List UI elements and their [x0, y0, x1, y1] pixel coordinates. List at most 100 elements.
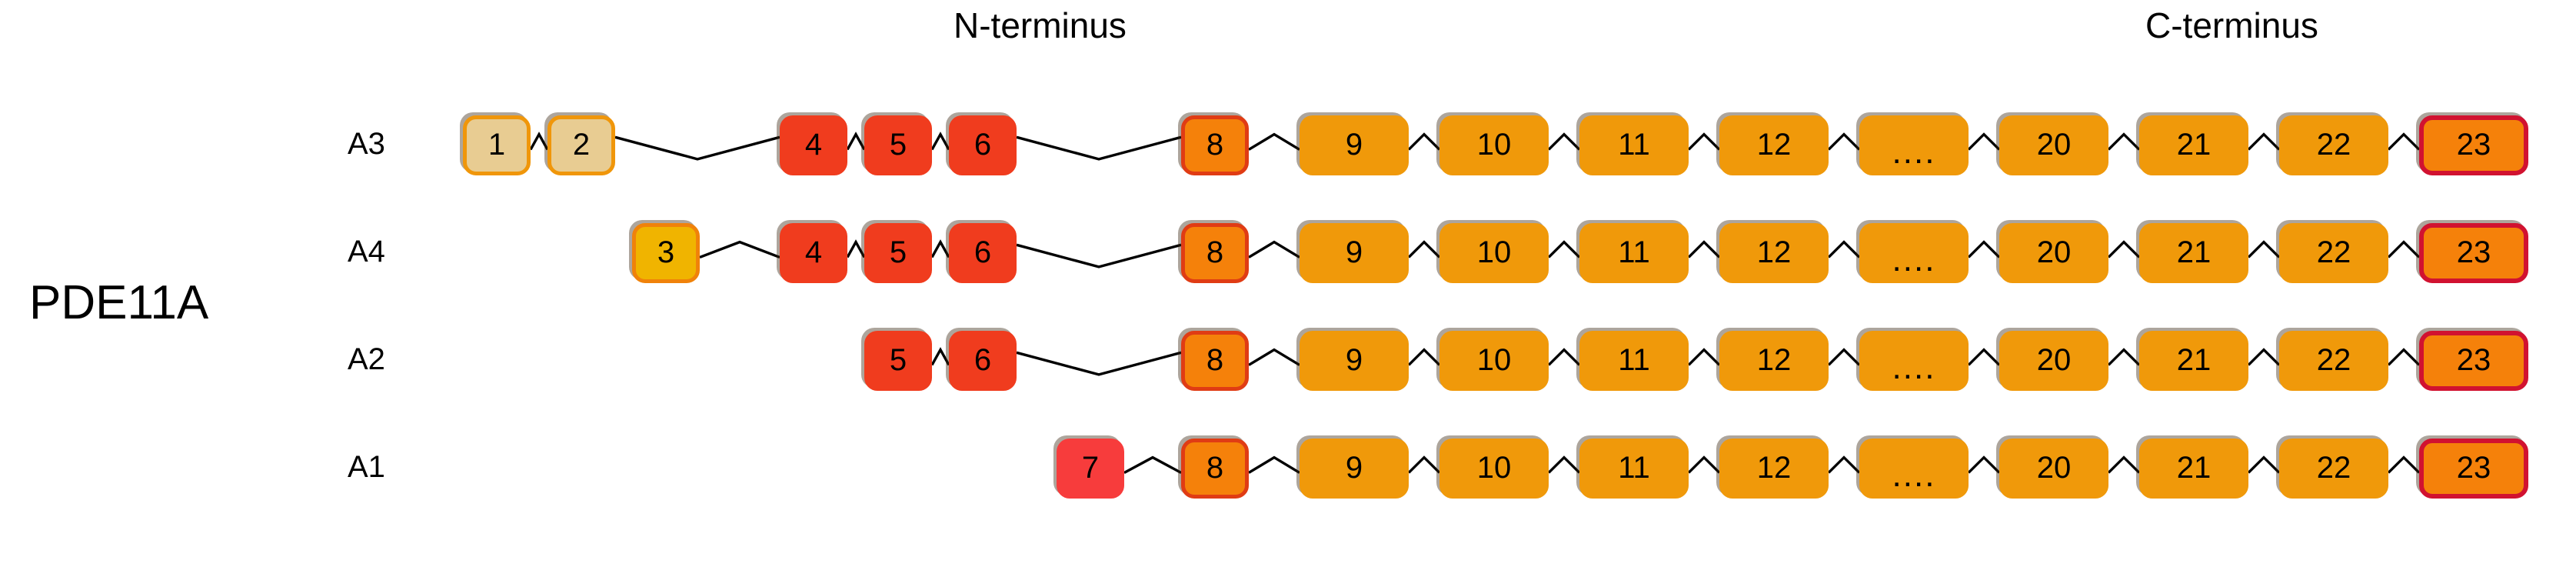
exon-number-label: 21 — [2176, 451, 2212, 485]
exon-box-a4-12[interactable]: 12 — [1719, 223, 1829, 283]
exon-box-a4-10[interactable]: 10 — [1439, 223, 1549, 283]
exon-number-label: 7 — [1081, 451, 1100, 485]
exon-box-a1-12[interactable]: 12 — [1719, 439, 1829, 499]
splice-skip-connector — [1016, 120, 1182, 168]
splice-junction-connector — [1547, 120, 1581, 168]
exon-box-a2-ellipsis[interactable]: .... — [1859, 331, 1969, 391]
exon-box-a4-3[interactable]: 3 — [632, 223, 700, 283]
splice-junction-connector — [2107, 443, 2141, 491]
exon-number-label: 21 — [2176, 235, 2212, 269]
exon-number-label: 11 — [1618, 343, 1650, 377]
exon-number-label: 8 — [1206, 343, 1224, 377]
exon-box-a4-11[interactable]: 11 — [1579, 223, 1689, 283]
exon-number-label: 9 — [1345, 343, 1363, 377]
n-terminus-label: N-terminus — [954, 5, 1127, 45]
exon-number-label: 6 — [973, 343, 992, 377]
exon-box-a2-11[interactable]: 11 — [1579, 331, 1689, 391]
exon-box-a3-12[interactable]: 12 — [1719, 115, 1829, 175]
exon-box-a3-23[interactable]: 23 — [2419, 115, 2528, 175]
exon-box-a4-9[interactable]: 9 — [1300, 223, 1409, 283]
exon-box-a4-ellipsis[interactable]: .... — [1859, 223, 1969, 283]
splice-junction-connector — [1967, 228, 2001, 275]
exon-box-a2-12[interactable]: 12 — [1719, 331, 1829, 391]
exon-number-label: 10 — [1476, 451, 1512, 485]
exon-box-a3-10[interactable]: 10 — [1439, 115, 1549, 175]
exon-number-label: 20 — [2036, 343, 2072, 377]
exon-number-label: 11 — [1618, 451, 1650, 485]
exon-box-a3-2[interactable]: 2 — [547, 115, 615, 175]
exon-number-label: 23 — [2456, 235, 2491, 269]
exon-box-a4-23[interactable]: 23 — [2419, 223, 2528, 283]
splice-junction-connector — [2387, 120, 2421, 168]
exon-box-a2-6[interactable]: 6 — [949, 331, 1017, 391]
exon-box-a3-8[interactable]: 8 — [1181, 115, 1249, 175]
exon-number-label: .... — [1892, 241, 1936, 278]
splice-junction-connector — [699, 228, 780, 275]
exon-box-a4-8[interactable]: 8 — [1181, 223, 1249, 283]
exon-box-a3-22[interactable]: 22 — [2279, 115, 2388, 175]
exon-box-a4-6[interactable]: 6 — [949, 223, 1017, 283]
exon-number-label: .... — [1892, 349, 1936, 386]
splice-junction-connector — [2247, 335, 2281, 383]
exon-box-a4-20[interactable]: 20 — [1999, 223, 2108, 283]
splice-junction-connector — [1827, 120, 1861, 168]
exon-box-a4-22[interactable]: 22 — [2279, 223, 2388, 283]
splice-junction-connector — [846, 120, 866, 168]
exon-number-label: 21 — [2176, 128, 2212, 162]
exon-box-a4-5[interactable]: 5 — [864, 223, 932, 283]
splice-skip-connector — [614, 120, 780, 168]
exon-box-a1-22[interactable]: 22 — [2279, 439, 2388, 499]
exon-box-a2-5[interactable]: 5 — [864, 331, 932, 391]
exon-box-a4-4[interactable]: 4 — [780, 223, 847, 283]
exon-number-label: 22 — [2316, 235, 2351, 269]
splice-junction-connector — [1827, 228, 1861, 275]
exon-box-a1-8[interactable]: 8 — [1181, 439, 1249, 499]
exon-box-a3-9[interactable]: 9 — [1300, 115, 1409, 175]
isoform-label-a3: A3 — [348, 127, 385, 161]
splice-junction-connector — [930, 120, 950, 168]
exon-box-a4-21[interactable]: 21 — [2139, 223, 2248, 283]
splice-junction-connector — [1248, 335, 1300, 383]
exon-box-a3-4[interactable]: 4 — [780, 115, 847, 175]
exon-box-a2-9[interactable]: 9 — [1300, 331, 1409, 391]
splice-junction-connector — [1827, 335, 1861, 383]
exon-box-a3-11[interactable]: 11 — [1579, 115, 1689, 175]
isoform-label-a1: A1 — [348, 450, 385, 484]
exon-number-label: 6 — [973, 128, 992, 162]
exon-box-a1-9[interactable]: 9 — [1300, 439, 1409, 499]
splice-junction-connector — [1967, 335, 2001, 383]
splice-junction-connector — [2387, 228, 2421, 275]
exon-box-a3-20[interactable]: 20 — [1999, 115, 2108, 175]
exon-box-a2-21[interactable]: 21 — [2139, 331, 2248, 391]
splice-junction-connector — [1547, 335, 1581, 383]
exon-box-a2-10[interactable]: 10 — [1439, 331, 1549, 391]
splice-junction-connector — [2247, 120, 2281, 168]
splice-junction-connector — [2107, 228, 2141, 275]
exon-box-a1-20[interactable]: 20 — [1999, 439, 2108, 499]
exon-box-a3-6[interactable]: 6 — [949, 115, 1017, 175]
exon-box-a2-8[interactable]: 8 — [1181, 331, 1249, 391]
exon-box-a1-10[interactable]: 10 — [1439, 439, 1549, 499]
exon-box-a3-21[interactable]: 21 — [2139, 115, 2248, 175]
exon-box-a1-ellipsis[interactable]: .... — [1859, 439, 1969, 499]
splice-junction-connector — [846, 228, 866, 275]
splice-junction-connector — [2107, 335, 2141, 383]
exon-box-a2-23[interactable]: 23 — [2419, 331, 2528, 391]
splice-skip-connector — [1016, 335, 1182, 383]
splice-junction-connector — [1967, 120, 2001, 168]
splice-junction-connector — [1547, 443, 1581, 491]
splice-junction-connector — [1248, 443, 1300, 491]
exon-box-a3-5[interactable]: 5 — [864, 115, 932, 175]
exon-box-a3-1[interactable]: 1 — [463, 115, 531, 175]
exon-box-a2-20[interactable]: 20 — [1999, 331, 2108, 391]
exon-box-a1-23[interactable]: 23 — [2419, 439, 2528, 499]
exon-number-label: 11 — [1618, 235, 1650, 269]
exon-box-a1-11[interactable]: 11 — [1579, 439, 1689, 499]
exon-box-a1-21[interactable]: 21 — [2139, 439, 2248, 499]
splice-junction-connector — [2247, 228, 2281, 275]
exon-box-a2-22[interactable]: 22 — [2279, 331, 2388, 391]
exon-box-a3-ellipsis[interactable]: .... — [1859, 115, 1969, 175]
exon-box-a1-7[interactable]: 7 — [1057, 439, 1124, 499]
